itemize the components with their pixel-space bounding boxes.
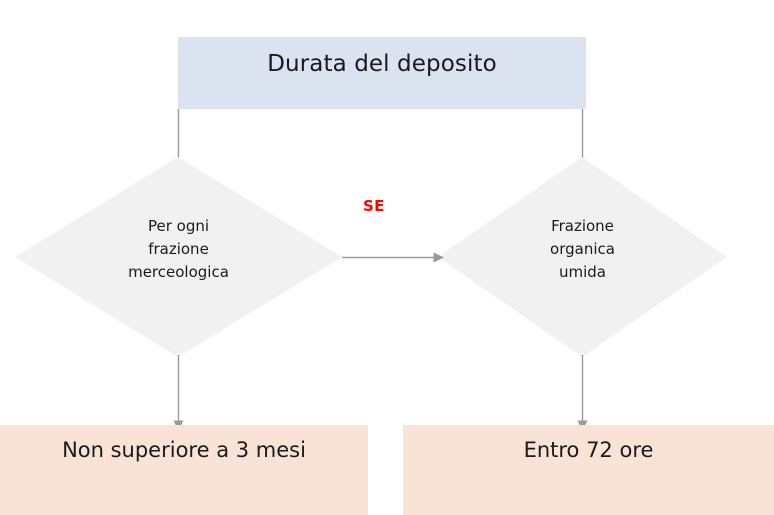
result-box-right[interactable]: Entro 72 ore (403, 425, 774, 515)
result-box-left[interactable]: Non superiore a 3 mesi (0, 425, 368, 515)
result-box-right-label: Entro 72 ore (523, 438, 654, 462)
condition-label-se: SE (363, 197, 385, 215)
decision-left-label: Per ogni frazione merceologica (128, 217, 229, 281)
decision-diamond-left[interactable] (15, 157, 342, 357)
result-box-left-label: Non superiore a 3 mesi (62, 438, 306, 462)
decision-diamond-right[interactable] (438, 157, 727, 357)
header-process-box[interactable]: Durata del deposito (178, 37, 586, 109)
header-box-label: Durata del deposito (267, 51, 497, 77)
decision-right-label: Frazione organica umida (550, 217, 615, 281)
